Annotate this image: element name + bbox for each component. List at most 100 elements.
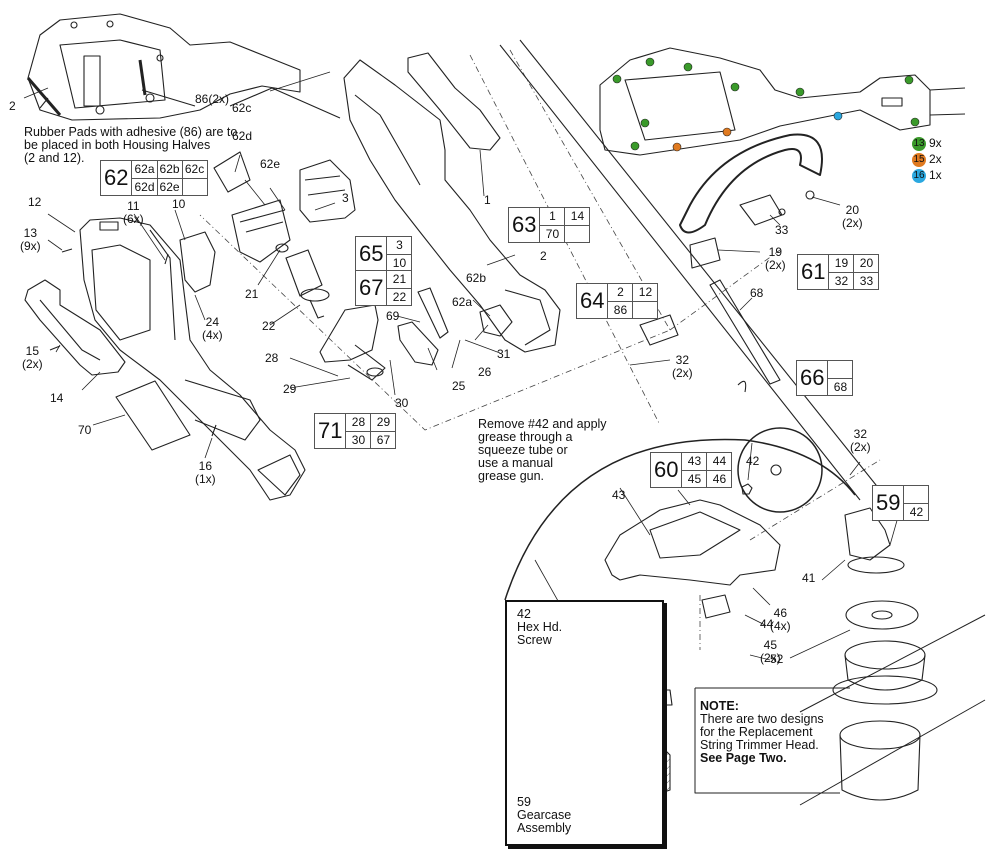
part-label-2[interactable]: 2 bbox=[9, 100, 16, 113]
kit-component: 29 bbox=[370, 414, 396, 432]
kit-box-59[interactable]: 59 42 bbox=[872, 485, 930, 521]
part-number: 22 bbox=[262, 319, 276, 333]
part-label-28[interactable]: 28 bbox=[265, 352, 278, 365]
note-line: String Trimmer Head. bbox=[700, 738, 819, 752]
part-number: 68 bbox=[750, 286, 764, 300]
kit-component: 22 bbox=[392, 289, 407, 304]
part-label-11[interactable]: 11(6x) bbox=[123, 200, 144, 226]
part-label-3[interactable]: 3 bbox=[342, 192, 349, 205]
part-label-14[interactable]: 14 bbox=[50, 392, 63, 405]
note-line: Rubber Pads with adhesive (86) are to bbox=[24, 125, 238, 139]
part-label-42[interactable]: 42 bbox=[746, 455, 759, 468]
part-number: 42 bbox=[517, 607, 531, 621]
part-number: 1 bbox=[484, 193, 491, 207]
part-label-62a[interactable]: 62a bbox=[452, 296, 472, 309]
part-label-62d[interactable]: 62d bbox=[232, 130, 252, 143]
part-label-62c[interactable]: 62c bbox=[232, 102, 251, 115]
part-number: 10 bbox=[172, 197, 186, 211]
main-handle-housing bbox=[343, 52, 561, 353]
kit-component bbox=[904, 486, 929, 504]
part-label-32b[interactable]: 32(2x) bbox=[850, 428, 871, 454]
note-line: Remove #42 and apply bbox=[478, 417, 607, 431]
part-number: 2 bbox=[9, 99, 16, 113]
part-label-13[interactable]: 13(9x) bbox=[20, 227, 41, 253]
inset-hex-screw-label: 42 Hex Hd. Screw bbox=[517, 608, 562, 647]
part-number: 62b bbox=[466, 271, 487, 285]
part-label-16[interactable]: 16(1x) bbox=[195, 460, 216, 486]
see-page-two-link[interactable]: See Page Two. bbox=[700, 751, 787, 765]
part-label-41[interactable]: 41 bbox=[802, 572, 815, 585]
clip-part bbox=[179, 231, 216, 293]
legend-qty: 1x bbox=[929, 168, 942, 182]
part-number: 26 bbox=[478, 365, 492, 379]
part-number: 62d bbox=[232, 129, 253, 143]
kit-component: 28 bbox=[346, 414, 371, 432]
part-label-29[interactable]: 29 bbox=[283, 383, 296, 396]
note-line: be placed in both Housing Halves bbox=[24, 138, 211, 152]
kit-component: 44 bbox=[706, 453, 732, 471]
loop-handle bbox=[639, 133, 823, 346]
kit-component: 62a bbox=[132, 161, 157, 179]
part-label-2b[interactable]: 2 bbox=[540, 250, 547, 263]
note-line: grease gun. bbox=[478, 469, 545, 483]
part-name: Screw bbox=[517, 633, 552, 647]
part-label-1[interactable]: 1 bbox=[484, 194, 491, 207]
part-label-69[interactable]: 69 bbox=[386, 310, 399, 323]
part-label-21[interactable]: 21 bbox=[245, 288, 258, 301]
kit-component: 12 bbox=[632, 284, 658, 302]
part-label-44[interactable]: 44 bbox=[760, 618, 773, 631]
part-label-19[interactable]: 19(2x) bbox=[765, 246, 786, 272]
part-number: 33 bbox=[775, 223, 789, 237]
part-label-62b[interactable]: 62b bbox=[466, 272, 486, 285]
part-label-10[interactable]: 10 bbox=[172, 198, 185, 211]
part-label-25[interactable]: 25 bbox=[452, 380, 465, 393]
housing-half-left bbox=[79, 217, 306, 501]
motor bbox=[275, 243, 330, 319]
part-label-22[interactable]: 22 bbox=[262, 320, 275, 333]
part-label-30[interactable]: 30 bbox=[395, 397, 408, 410]
part-label-62e[interactable]: 62e bbox=[260, 158, 280, 171]
part-label-32a[interactable]: 32(2x) bbox=[672, 354, 693, 380]
kit-component: 62e bbox=[156, 178, 182, 195]
kit-component: 10 bbox=[392, 255, 407, 270]
part-label-70[interactable]: 70 bbox=[78, 424, 91, 437]
part-label-33[interactable]: 33 bbox=[775, 224, 788, 237]
part-number: 24 bbox=[205, 315, 220, 329]
part-label-12[interactable]: 12 bbox=[28, 196, 41, 209]
part-label-46[interactable]: 46(4x) bbox=[770, 607, 791, 633]
part-label-86[interactable]: 86(2x) bbox=[195, 93, 229, 106]
part-number: 86(2x) bbox=[195, 92, 230, 106]
part-label-26[interactable]: 26 bbox=[478, 366, 491, 379]
part-label-24[interactable]: 24(4x) bbox=[202, 316, 223, 342]
gearcase-detail-inset: 42 Hex Hd. Screw 59 Gearcase Assembly bbox=[505, 600, 664, 846]
kit-component: 86 bbox=[613, 302, 628, 317]
part-label-15[interactable]: 15(2x) bbox=[22, 345, 43, 371]
part-quantity: (2x) bbox=[842, 216, 863, 230]
kit-component: 67 bbox=[370, 431, 395, 448]
kit-box-66[interactable]: 66 68 bbox=[796, 360, 854, 396]
part-label-45[interactable]: 45(2x) bbox=[760, 639, 781, 665]
part-number: 31 bbox=[497, 347, 511, 361]
shaft-liner bbox=[709, 279, 781, 385]
part-label-31[interactable]: 31 bbox=[497, 348, 510, 361]
part-label-52[interactable]: 52 bbox=[770, 653, 783, 666]
part-label-68[interactable]: 68 bbox=[750, 287, 763, 300]
part-number: 20 bbox=[845, 203, 860, 217]
kit-component: 20 bbox=[853, 255, 879, 273]
part-number: 28 bbox=[265, 351, 279, 365]
kit-component: 2 bbox=[608, 284, 633, 302]
kit-component: 42 bbox=[909, 504, 924, 519]
part-number: 59 bbox=[517, 795, 531, 809]
kit-component: 1 bbox=[540, 208, 565, 226]
part-label-20[interactable]: 20(2x) bbox=[842, 204, 863, 230]
part-number: 13 bbox=[23, 226, 38, 240]
part-label-43[interactable]: 43 bbox=[612, 489, 625, 502]
